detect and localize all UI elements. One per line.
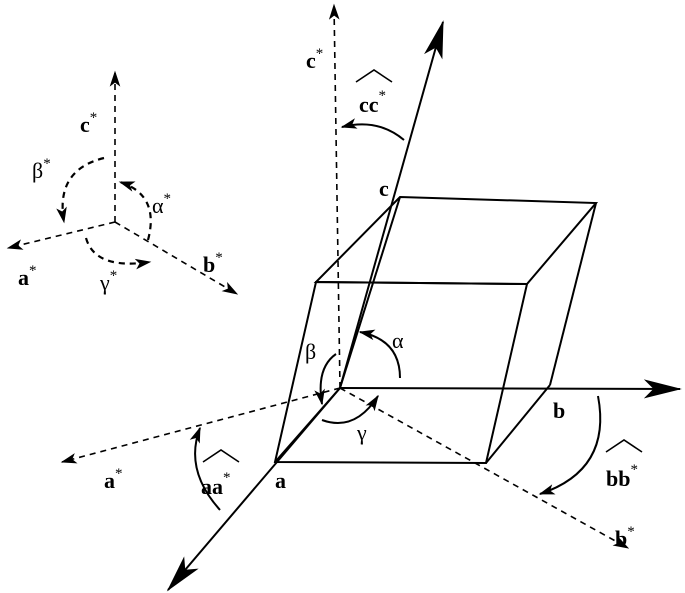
- inset-a-star-axis: [6, 221, 116, 250]
- c-star-label: c*: [306, 46, 323, 73]
- angle-arcs: [314, 329, 401, 424]
- bb-star-hat: [605, 439, 643, 453]
- c-star-axis: [328, 3, 341, 389]
- axis-pair-arcs: [189, 118, 602, 511]
- inset-beta-star-label: β*: [32, 156, 51, 183]
- a-label: a: [275, 468, 286, 493]
- main-real-axes: [166, 20, 682, 592]
- cc-star-hat: [355, 69, 393, 83]
- b-star-axis: [339, 387, 630, 549]
- aa-star-label: aa*: [201, 470, 231, 499]
- cc-star-label: cc*: [359, 88, 386, 117]
- inset-c-star-label: c*: [80, 110, 97, 137]
- alpha-label: α: [392, 328, 404, 353]
- aa-star-arc: [189, 426, 221, 511]
- inset-gamma-star-arc: [84, 237, 152, 270]
- c-axis: [339, 20, 444, 389]
- cell-edge-right-bottom: [485, 384, 551, 464]
- inset-alpha-star-label: α*: [152, 191, 171, 218]
- inset-gamma-star-label: γ*: [99, 268, 117, 295]
- a-star-axis: [60, 387, 341, 464]
- inset-a-star-label: a*: [18, 263, 37, 290]
- bb-star-label: bb*: [606, 462, 638, 491]
- inset-beta-star-arc: [56, 156, 105, 224]
- cc-star-arc: [340, 118, 405, 141]
- cell-edge-o-c: [339, 196, 401, 389]
- a-star-label: a*: [104, 466, 123, 493]
- aa-star-hat: [202, 449, 240, 463]
- beta-arc: [314, 353, 337, 406]
- bb-star-arc: [538, 395, 602, 495]
- b-star-label: b*: [615, 524, 635, 551]
- beta-label: β: [305, 339, 316, 364]
- a-axis: [166, 387, 341, 592]
- b-axis: [339, 379, 682, 399]
- unit-cell: [273, 195, 599, 465]
- inset-b-star-label: b*: [203, 250, 223, 277]
- inset-axes: c* β* α* a* γ* b*: [6, 70, 239, 295]
- inset-alpha-star-arc: [118, 180, 152, 241]
- cell-top-face: [313, 195, 599, 286]
- cell-front-face: [273, 280, 529, 465]
- c-label: c: [379, 176, 389, 201]
- alpha-arc: [358, 329, 401, 379]
- cell-edge-right-top: [549, 202, 597, 386]
- main-reciprocal-axes: [60, 3, 630, 549]
- gamma-label: γ: [356, 420, 367, 445]
- b-label: b: [553, 398, 565, 423]
- gamma-arc: [321, 394, 379, 424]
- inset-b-star-axis: [114, 221, 239, 295]
- main-labels: c* cc* c α β γ b a a* aa* bb* b*: [104, 46, 643, 551]
